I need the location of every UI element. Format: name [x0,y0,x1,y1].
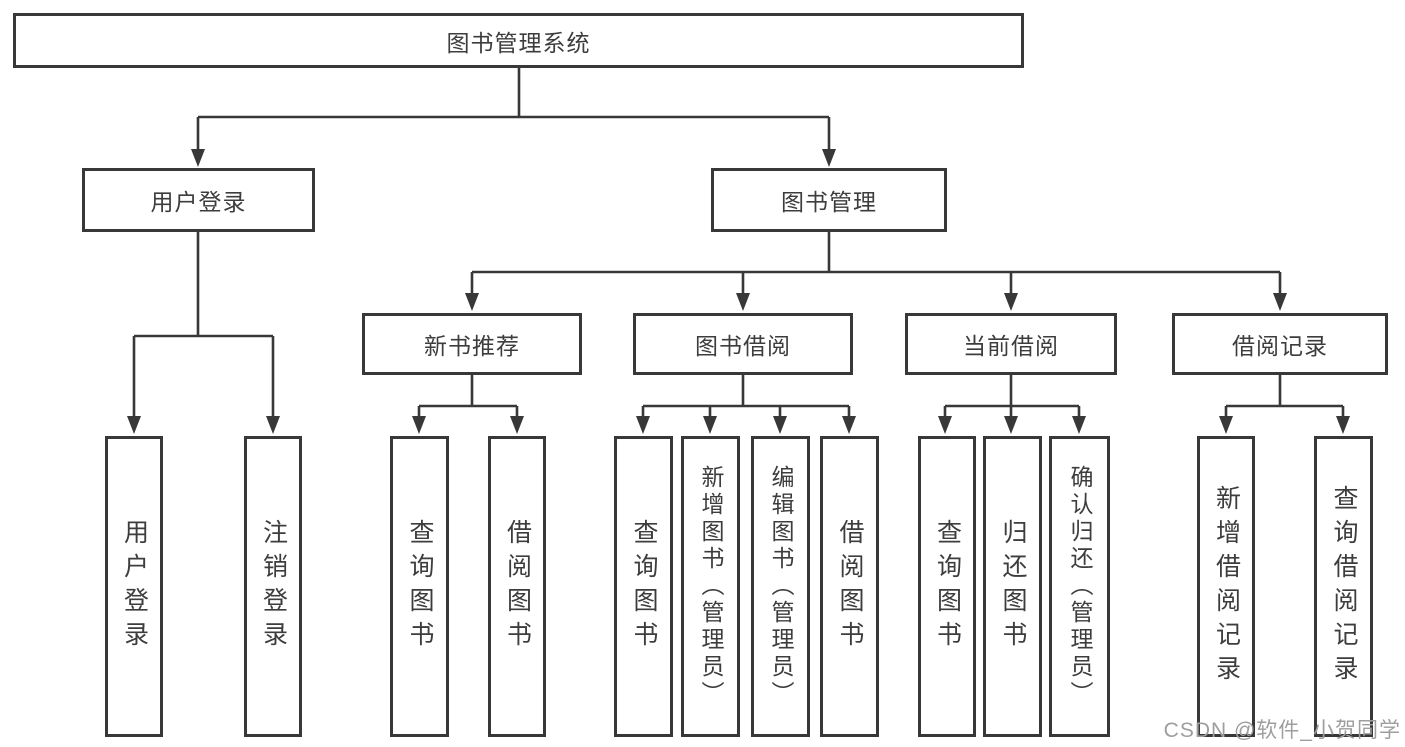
node-label: 图书管理 [781,189,877,215]
leaf-return-book: 归还图书 [983,436,1042,737]
leaf-label: 查询图书 [630,518,658,655]
leaf-confirm-return-admin: 确认归还（管理员） [1049,436,1110,737]
leaf-label: 确认归还（管理员） [1067,465,1093,708]
node-label: 借阅记录 [1232,333,1328,359]
leaf-add-borrow-record: 新增借阅记录 [1197,436,1255,737]
node-library-system: 图书管理系统 [13,13,1024,68]
watermark-csdn: CSDN @软件_小贺同学 [1163,719,1401,742]
leaf-edit-book-admin: 编辑图书（管理员） [751,436,810,737]
leaf-query-borrow-record: 查询借阅记录 [1314,436,1373,737]
leaf-label: 注销登录 [259,518,288,655]
node-user-login: 用户登录 [82,168,315,232]
arrowheads [127,149,1350,434]
node-borrowing-records: 借阅记录 [1172,313,1388,375]
node-book-management: 图书管理 [711,168,947,232]
connector-shafts [132,68,1345,420]
leaf-query-books-borrow: 查询图书 [614,436,673,737]
leaf-label: 新增图书（管理员） [698,465,724,708]
leaf-logout: 注销登录 [244,436,302,737]
leaf-label: 新增借阅记录 [1212,484,1241,689]
node-label: 图书借阅 [695,333,791,359]
node-new-book-recommendation: 新书推荐 [362,313,582,375]
leaf-label: 用户登录 [120,518,149,655]
node-current-borrowing: 当前借阅 [905,313,1117,375]
leaf-label: 查询图书 [933,518,962,655]
leaf-label: 查询图书 [406,518,434,655]
leaf-label: 借阅图书 [503,518,532,655]
node-book-borrowing: 图书借阅 [633,313,853,375]
leaf-add-book-admin: 新增图书（管理员） [681,436,740,737]
leaf-label: 编辑图书（管理员） [768,465,794,708]
node-label: 新书推荐 [424,333,520,359]
leaf-query-books-recommend: 查询图书 [390,436,449,737]
node-label: 图书管理系统 [446,29,591,56]
leaf-borrow-books-recommend: 借阅图书 [488,436,546,737]
leaf-label: 查询借阅记录 [1330,484,1358,689]
node-label: 用户登录 [150,189,247,215]
leaf-label: 归还图书 [999,518,1027,655]
leaf-user-login: 用户登录 [105,436,163,737]
leaf-label: 借阅图书 [836,518,864,655]
leaf-query-books-current: 查询图书 [918,436,976,737]
node-label: 当前借阅 [963,333,1059,359]
leaf-borrow-books-borrow: 借阅图书 [820,436,879,737]
